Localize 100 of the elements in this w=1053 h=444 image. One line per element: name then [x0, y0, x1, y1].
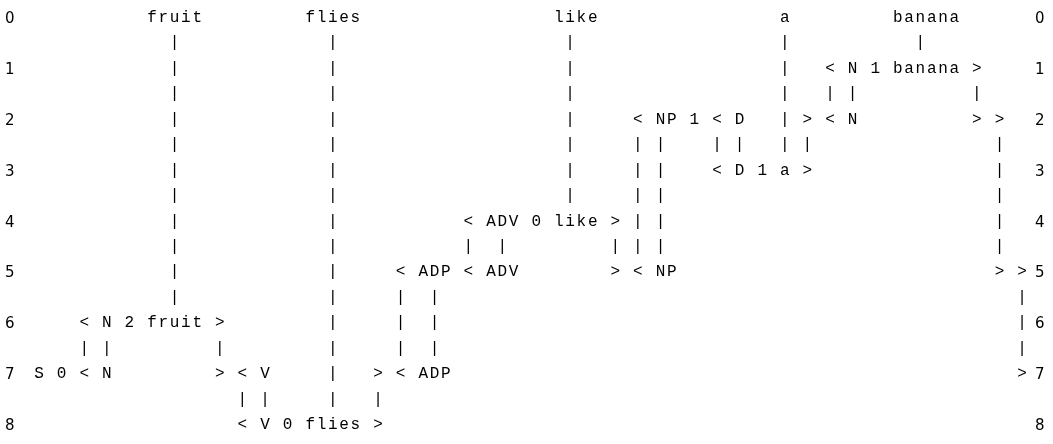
- vertical-bar-text: |: [328, 110, 340, 129]
- word-label: flies: [305, 9, 362, 27]
- vertical-bar-text: |: [328, 59, 340, 78]
- row-number: 2: [5, 110, 15, 129]
- vertical-bar-text: |: [780, 59, 792, 78]
- chart-entry: < V 0 flies >: [237, 416, 385, 435]
- vertical-bar-text: | |: [79, 339, 114, 358]
- vertical-bar-text: |: [328, 34, 340, 53]
- vertical-bar-text: |: [565, 136, 577, 155]
- vertical-bar-text: |: [373, 390, 385, 409]
- vertical-bar-text: |: [215, 339, 227, 358]
- vertical-bar-text: |: [328, 314, 340, 333]
- row-number: 8: [1035, 416, 1045, 435]
- vertical-bar-text: |: [169, 34, 182, 53]
- row-number: 8: [5, 416, 15, 435]
- vertical-bar-text: |: [780, 85, 792, 104]
- vertical-bar-text: | | |: [610, 237, 667, 256]
- vertical-bar-text: |: [169, 212, 182, 231]
- chart-entry: < N 2 fruit >: [79, 314, 227, 333]
- vertical-bar-text: |: [1017, 314, 1029, 333]
- vertical-bar-text: |: [328, 339, 340, 358]
- vertical-bar-text: | |: [712, 136, 747, 155]
- vertical-bar-text: |: [1017, 339, 1029, 358]
- vertical-bar-text: |: [463, 237, 475, 256]
- word-label: a: [780, 9, 792, 27]
- vertical-bar-text: |: [565, 59, 577, 78]
- chart-entry: < D 1 a >: [712, 161, 814, 180]
- row-number: 4: [1035, 212, 1045, 231]
- row-number: 5: [1035, 263, 1045, 282]
- vertical-bar-text: |: [395, 288, 408, 307]
- row-number: 0: [5, 9, 15, 27]
- vertical-bar-text: |: [328, 237, 340, 256]
- vertical-bar-text: |: [328, 161, 340, 180]
- vertical-bar-text: |: [328, 85, 340, 104]
- chart-entry: > < V: [215, 365, 272, 384]
- vertical-bar-text: |: [429, 314, 441, 333]
- vertical-bar-text: |: [328, 390, 340, 409]
- row-number: 6: [1035, 314, 1045, 333]
- vertical-bar-text: |: [169, 161, 182, 180]
- vertical-bar-text: |: [994, 212, 1006, 231]
- row-number: 3: [1035, 161, 1045, 180]
- vertical-bar-text: |: [994, 136, 1006, 155]
- vertical-bar-text: |: [169, 85, 182, 104]
- vertical-bar-text: |: [328, 288, 340, 307]
- row-number: 7: [5, 365, 15, 384]
- row-number: 3: [5, 161, 15, 180]
- vertical-bar-text: |: [328, 136, 340, 155]
- vertical-bar-text: |: [328, 212, 340, 231]
- row-number: 1: [5, 59, 15, 78]
- vertical-bar-text: |: [915, 34, 927, 53]
- vertical-bar-text: |: [565, 161, 577, 180]
- row-number: 7: [1035, 365, 1045, 384]
- chart-entry: < ADV 0 like >: [463, 212, 622, 231]
- vertical-bar-text: |: [972, 85, 984, 104]
- row-number: 5: [5, 263, 15, 282]
- vertical-bar-text: |: [328, 187, 340, 206]
- chart-entry: > >: [994, 263, 1029, 282]
- vertical-bar-text: |: [169, 59, 182, 78]
- vertical-bar-text: |: [169, 237, 182, 256]
- vertical-bar-text: | |: [780, 136, 814, 155]
- vertical-bar-text: |: [994, 161, 1006, 180]
- vertical-bar-text: |: [395, 314, 408, 333]
- vertical-bar-text: |: [429, 288, 441, 307]
- word-label: like: [554, 9, 600, 27]
- chart-entry: > >: [972, 110, 1006, 129]
- vertical-bar-text: |: [328, 365, 340, 384]
- vertical-bar-text: |: [169, 110, 182, 129]
- chart-entry: >: [1017, 365, 1029, 384]
- vertical-bar-text: |: [565, 34, 577, 53]
- vertical-bar-text: |: [169, 187, 182, 206]
- row-number: 4: [5, 212, 15, 231]
- vertical-bar-text: | |: [633, 161, 667, 180]
- chart-entry: > < ADP: [373, 365, 453, 384]
- vertical-bar-text: | |: [237, 390, 272, 409]
- word-label: fruit: [147, 9, 204, 27]
- vertical-bar-text: |: [565, 110, 577, 129]
- vertical-bar-text: |: [328, 263, 340, 282]
- vertical-bar-text: |: [169, 288, 182, 307]
- row-number: 2: [1035, 110, 1045, 129]
- vertical-bar-text: |: [994, 237, 1006, 256]
- chart-entry: > < NP: [610, 263, 679, 282]
- vertical-bar-text: |: [565, 187, 577, 206]
- chart-entry: S 0 < N: [34, 365, 114, 384]
- vertical-bar-text: |: [429, 339, 441, 358]
- row-number: 6: [5, 314, 15, 333]
- row-number: 0: [1035, 9, 1045, 27]
- vertical-bar-text: |: [395, 339, 408, 358]
- vertical-bar-text: | |: [633, 136, 667, 155]
- chart-entry: < ADP < ADV: [395, 263, 521, 282]
- chart-entry: | > < N: [780, 110, 860, 129]
- vertical-bar-text: |: [169, 263, 182, 282]
- vertical-bar-text: |: [497, 237, 509, 256]
- vertical-bar-text: | |: [825, 85, 860, 104]
- vertical-bar-text: |: [1017, 288, 1029, 307]
- word-label: banana: [893, 9, 961, 27]
- vertical-bar-text: |: [994, 187, 1006, 206]
- vertical-bar-text: |: [169, 136, 182, 155]
- vertical-bar-text: |: [780, 34, 792, 53]
- vertical-bar-text: | |: [633, 212, 667, 231]
- vertical-bar-text: | |: [633, 187, 667, 206]
